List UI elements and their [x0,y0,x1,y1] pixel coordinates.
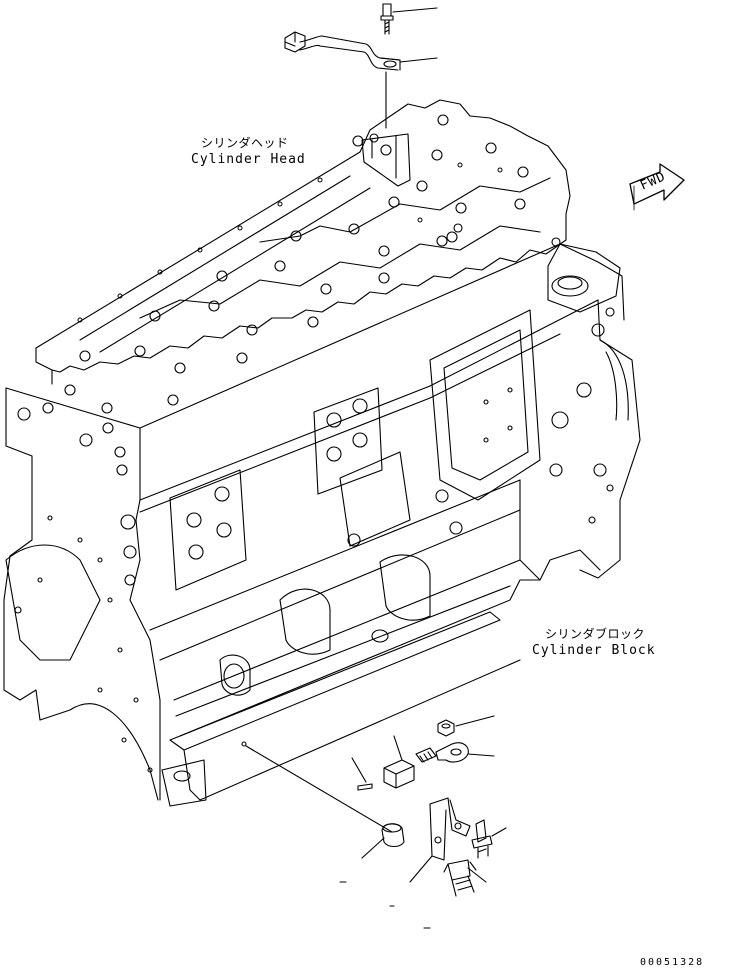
cylinder-block [3,243,641,807]
terminal-clip [415,747,437,763]
front-face-holes [14,402,153,773]
bushing [361,823,405,859]
head-bolts [64,114,561,414]
cylinder-head-label-jp: シリンダヘッド [201,136,289,150]
head-label-leader [300,146,364,160]
leader-hole-to-bushing [245,745,393,833]
cylinder-block-label-en: Cylinder Block [532,643,656,658]
nut [437,715,495,737]
cylinder-block-label-jp: シリンダブロック [545,627,646,641]
deck-holes [77,162,503,323]
top-bracket [284,31,438,71]
l-bracket [409,797,471,883]
bolt-right [471,819,507,859]
cylinder-head [35,99,571,414]
ground-strap [435,742,495,763]
bolt-lower [443,859,487,897]
cylinder-head-label-en: Cylinder Head [191,152,306,167]
drawing-code: 00051328 [640,957,705,968]
top-bolt [380,3,438,35]
fwd-arrow [629,163,685,211]
connector [383,735,415,789]
pin [351,757,373,791]
